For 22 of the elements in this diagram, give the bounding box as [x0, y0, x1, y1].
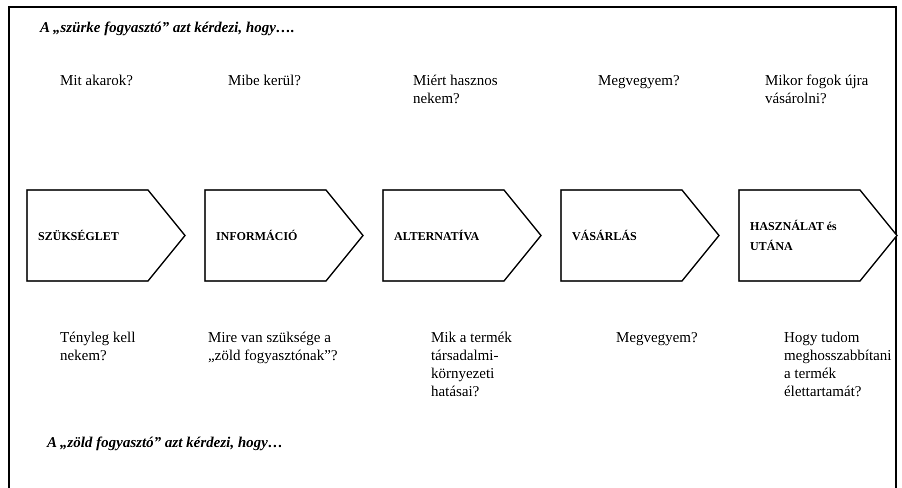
question-text: Mik a termék társadalmi-környezeti hatásai?	[431, 329, 513, 401]
step-label: ALTERNATÍVA	[394, 228, 480, 244]
question-text: Megvegyem?	[598, 72, 681, 90]
question-text: Mikor fogok újra vásárolni?	[765, 72, 870, 108]
pentagon-step-box	[204, 189, 364, 282]
question-text: Mire van szüksége a „zöld fogyasztónak”?	[208, 329, 339, 365]
pentagon-step-box	[382, 189, 542, 282]
pentagon-step-box	[738, 189, 898, 282]
step-label: HASZNÁLAT és UTÁNA	[750, 218, 838, 254]
step-label: VÁSÁRLÁS	[572, 228, 637, 244]
question-text: Megvegyem?	[616, 329, 699, 347]
section-heading: A „zöld fogyasztó” azt kérdezi, hogy…	[47, 435, 283, 452]
step-label: SZÜKSÉGLET	[38, 228, 119, 244]
pentagon-step-box	[560, 189, 720, 282]
question-text: Mibe kerül?	[228, 72, 302, 90]
section-heading: A „szürke fogyasztó” azt kérdezi, hogy….	[40, 20, 295, 37]
question-text: Tényleg kell nekem?	[60, 329, 136, 365]
question-text: Mit akarok?	[60, 72, 134, 90]
question-text: Hogy tudom meghosszabbítani a termék élettartamát?	[784, 329, 892, 401]
pentagon-step-box	[26, 189, 186, 282]
question-text: Miért hasznos nekem?	[413, 72, 499, 108]
step-label: INFORMÁCIÓ	[216, 228, 298, 244]
